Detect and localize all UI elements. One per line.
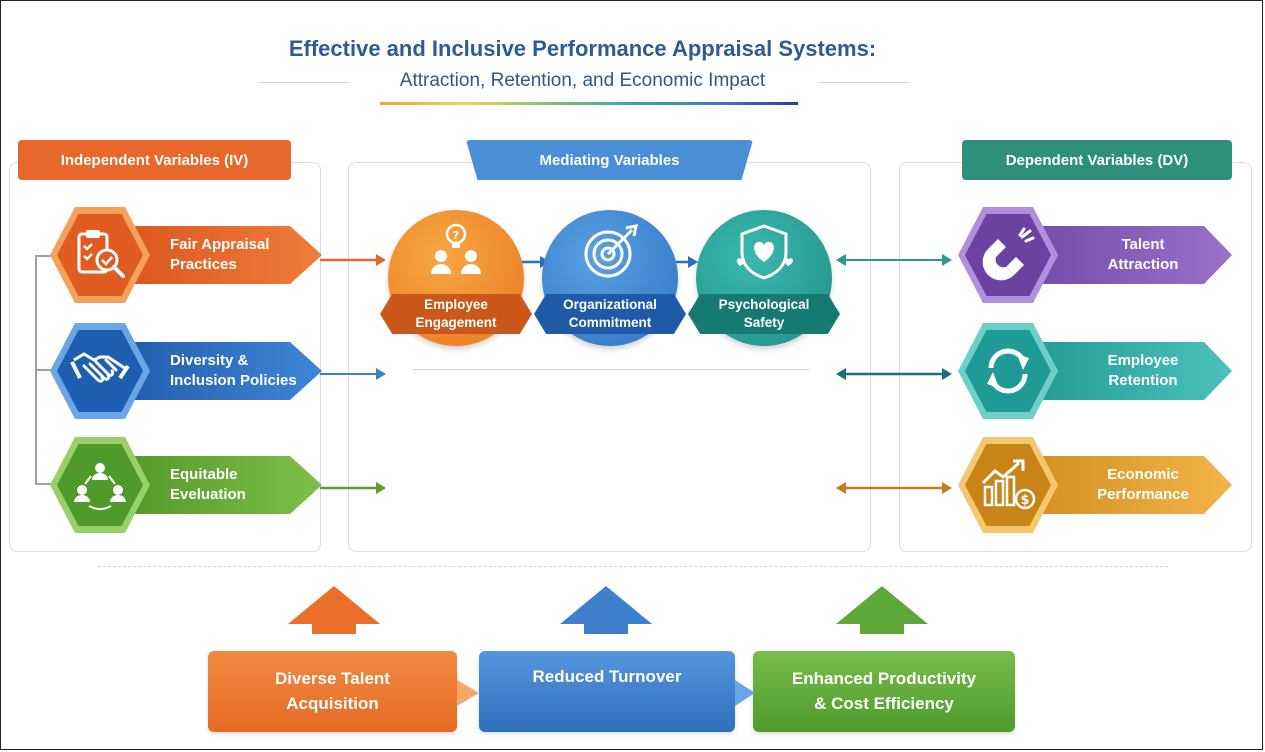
dv-label-line2: Performance (1097, 486, 1189, 503)
dv-label-line1: Economic (1107, 465, 1179, 483)
dv-label-line2: Retention (1108, 372, 1178, 389)
page-subtitle: Attraction, Retention, and Economic Impa… (399, 70, 766, 91)
iv-label-line2: Practices (170, 256, 237, 273)
iv-label-line2: Eveluation (170, 486, 246, 503)
arrow-up-orange (288, 586, 380, 634)
mediating-label-line2: Engagement (415, 315, 497, 330)
mediating-label-line1: Psychological (718, 297, 810, 313)
dv-hex-talent-attraction (958, 207, 1058, 303)
outcome-label-line2: Acquisition (286, 693, 379, 713)
mediating-label-line1: Organizational (563, 297, 657, 313)
dv-arrows (836, 254, 952, 494)
target-icon (584, 224, 638, 278)
mediating-panel-title: Mediating Variables (466, 140, 753, 180)
people-network-icon (74, 463, 126, 510)
iv-label-line1: Equitable (170, 465, 238, 483)
iv-label-line1: Diversity & (170, 351, 249, 369)
shield-heart-icon (736, 224, 793, 280)
page-title: Effective and Inclusive Performance Appr… (288, 36, 877, 61)
iv-label-line1: Fair Appraisal (170, 235, 270, 253)
section-separator (98, 566, 1168, 567)
flow-chevron-2 (735, 680, 755, 706)
iv-bracket (35, 255, 52, 485)
title-underline (380, 102, 798, 105)
dv-label-line1: Employee (1107, 351, 1179, 369)
dv-panel-title: Dependent Variables (DV) (962, 140, 1232, 180)
dv-label-line1: Talent (1121, 235, 1165, 253)
mediating-label-line2: Safety (743, 315, 785, 330)
iv-hex-equitable (50, 437, 150, 533)
flow-chevron-1 (457, 680, 479, 706)
dv-label-line2: Attraction (1107, 256, 1179, 273)
arrow-up-green (836, 586, 928, 634)
iv-panel-title: Independent Variables (IV) (18, 140, 291, 180)
iv-arrows (320, 254, 386, 494)
refresh-cycle-icon (987, 348, 1029, 394)
outcome-reduced-turnover: Reduced Turnover (479, 651, 735, 732)
outcome-label-line1: Reduced Turnover (532, 667, 682, 686)
mediating-label-line2: Commitment (568, 315, 652, 330)
mediating-label-line1: Employee (424, 297, 488, 313)
outcome-label-line1: Diverse Talent (275, 668, 390, 688)
svg-text:?: ? (453, 229, 459, 242)
iv-label-line2: Inclusion Policies (170, 372, 297, 389)
outcome-label-line1: Enhanced Productivity (791, 668, 977, 688)
subtitle-rule-right (818, 82, 910, 83)
clipboard-magnifier-icon (77, 230, 125, 278)
people-lightbulb-icon: ? (431, 223, 481, 274)
handshake-icon (70, 352, 130, 383)
growth-chart-icon: $ (981, 459, 1036, 510)
outcome-productivity: Enhanced Productivity & Cost Efficiency (753, 651, 1015, 732)
subtitle-rule-left (258, 82, 350, 83)
outcome-label-line2: & Cost Efficiency (814, 693, 954, 713)
svg-text:$: $ (1020, 493, 1029, 508)
magnet-icon (982, 227, 1035, 281)
arrow-up-blue (560, 586, 652, 634)
mediating-divider (413, 369, 809, 370)
